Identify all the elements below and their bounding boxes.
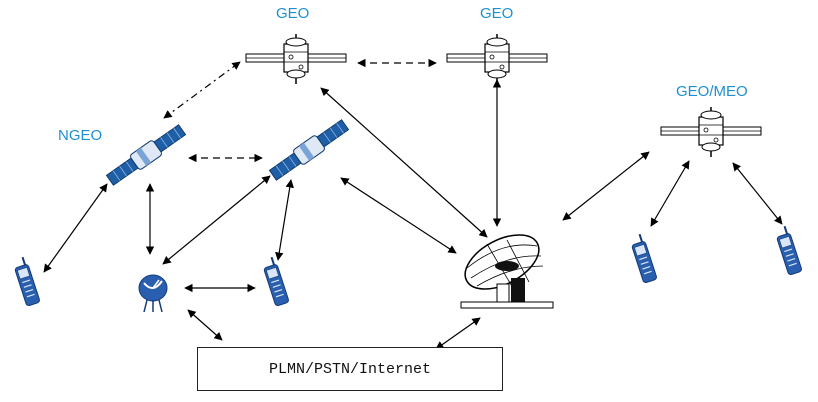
- mobile-phone-icon-right: [628, 232, 659, 285]
- link-ngeo2-phone: [275, 179, 294, 261]
- link-terminal-network: [187, 309, 223, 341]
- link-ngeo-dish: [340, 177, 457, 254]
- link-geomeo-dish: [562, 151, 650, 221]
- geo-meo-label: GEO/MEO: [676, 83, 748, 100]
- ngeo-satellite-right-icon: [267, 116, 351, 184]
- ground-station-dish-icon: [460, 234, 554, 309]
- mobile-phone-icon-center: [260, 255, 291, 308]
- network-label: PLMN/PSTN/Internet: [268, 360, 432, 378]
- geo-satellite-left-icon: [245, 33, 347, 85]
- ngeo-satellite-left-icon: [104, 121, 188, 189]
- link-geo-dish: [320, 87, 488, 238]
- geo-satellite-right-icon: [446, 33, 548, 85]
- link-ngeo-phone-left: [43, 183, 108, 273]
- network-box: PLMN/PSTN/Internet: [197, 347, 503, 391]
- mobile-phone-icon-far-left: [11, 255, 42, 308]
- geo-left-label: GEO: [276, 5, 310, 22]
- mobile-phone-icon-far-right: [773, 224, 804, 277]
- geo-meo-satellite-icon: [660, 106, 762, 158]
- link-dish-network: [435, 317, 481, 350]
- link-ngeo2-terminal: [162, 175, 271, 265]
- link-geomeo-phone: [650, 160, 690, 227]
- link-ngeo-geo: [163, 61, 241, 119]
- ngeo-label: NGEO: [58, 127, 103, 144]
- ground-terminal-icon: [138, 274, 168, 313]
- geo-right-label: GEO: [480, 5, 514, 22]
- link-geomeo-phone2: [732, 162, 783, 225]
